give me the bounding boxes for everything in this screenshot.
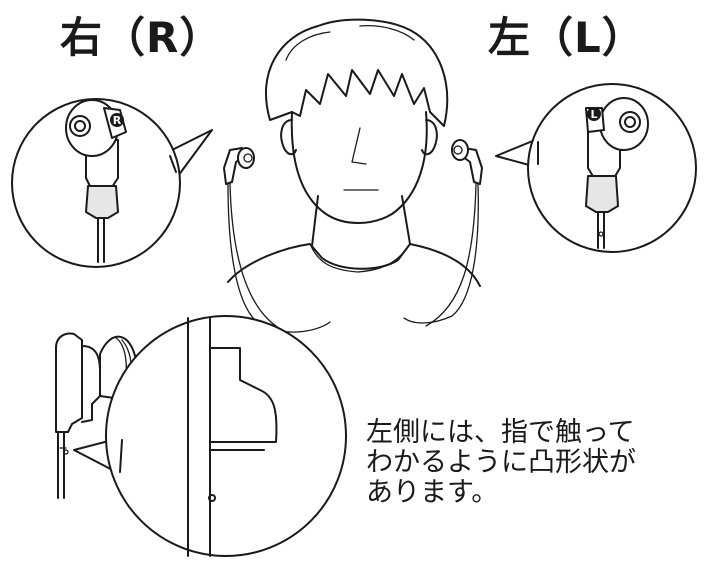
left-closeup-callout: L — [495, 83, 697, 253]
bump-marker — [208, 494, 216, 502]
shoulders — [227, 243, 481, 287]
nose — [351, 127, 367, 165]
person-figure — [223, 18, 483, 333]
right-badge: R — [113, 114, 122, 127]
hair — [265, 18, 449, 127]
cable — [227, 183, 331, 333]
side-view-earphone — [55, 315, 347, 557]
note-line-2: わかるように凸形状が — [366, 447, 636, 478]
left-ear — [421, 119, 438, 156]
right-closeup-callout: R — [11, 98, 213, 268]
left-side-label: 左（L） — [488, 13, 645, 62]
note-line-3: あります。 — [366, 477, 499, 508]
right-ear — [280, 119, 297, 156]
right-earphone-on-head — [223, 147, 255, 185]
left-earphone-on-head — [451, 139, 483, 185]
neck — [311, 195, 411, 247]
face — [290, 111, 428, 224]
left-side-note: 左側には、指で触って わかるように凸形状が あります。 — [366, 418, 666, 508]
left-badge: L — [590, 108, 597, 121]
note-line-1: 左側には、指で触って — [366, 417, 635, 448]
right-side-label: 右（R） — [60, 13, 223, 62]
